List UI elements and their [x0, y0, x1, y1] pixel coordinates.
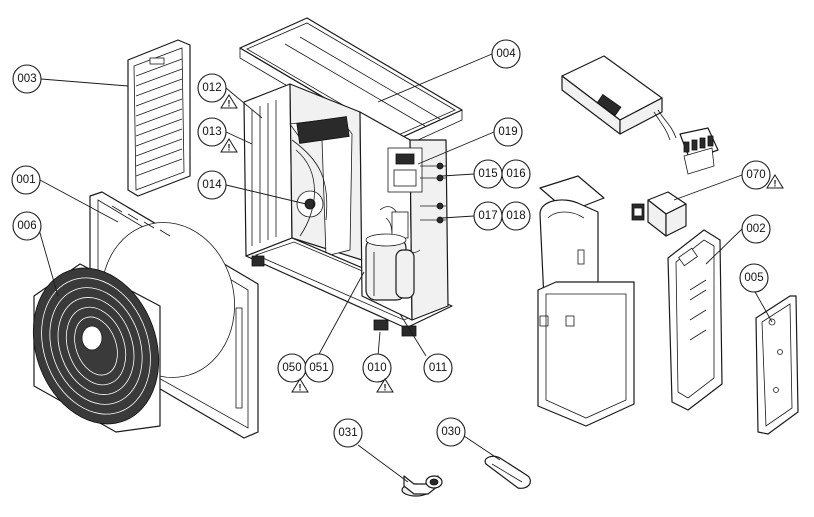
- leader-011: [399, 313, 427, 357]
- part-right-side-panel: [667, 229, 723, 411]
- leader-019: [417, 131, 495, 165]
- callout-070: 070: [741, 160, 771, 190]
- callout-003: 003: [12, 64, 42, 94]
- warning-050-mark: !: [299, 383, 302, 393]
- callouts: 003 004 012 013 019 014 015 016: [11, 39, 771, 448]
- callout-004-label: 004: [496, 48, 516, 60]
- callout-030: 030: [436, 417, 466, 447]
- warning-010-icon: !: [376, 378, 394, 393]
- callout-014-label: 014: [202, 179, 222, 191]
- callout-031-label: 031: [338, 427, 357, 439]
- warning-070-mark: !: [774, 179, 777, 189]
- callout-015: 015: [473, 159, 503, 189]
- callout-050: 050: [277, 353, 307, 383]
- leader-012: [225, 87, 263, 119]
- callout-050-label: 050: [282, 362, 301, 374]
- part-drain-cap: [484, 455, 531, 489]
- leader-031: [357, 444, 409, 483]
- callout-016-label: 016: [506, 168, 525, 180]
- callout-014: 014: [197, 170, 227, 200]
- callout-019: 019: [493, 117, 523, 147]
- part-chassis: [243, 83, 453, 337]
- leader-014: [225, 184, 307, 205]
- callout-005: 005: [739, 263, 769, 293]
- callout-006: 006: [12, 211, 42, 241]
- callout-005-label: 005: [744, 272, 763, 284]
- callout-002: 002: [741, 214, 771, 244]
- warning-012-mark: !: [228, 99, 231, 109]
- leader-070: [673, 174, 743, 201]
- warning-050-icon: !: [291, 378, 309, 393]
- part-pcb-module: [561, 55, 719, 175]
- callout-015-label: 015: [478, 168, 497, 180]
- warning-013-mark: !: [228, 143, 231, 153]
- callout-017-label: 017: [478, 210, 497, 222]
- part-cover-plate: [755, 295, 799, 435]
- leader-001: [39, 179, 119, 223]
- warning-012-icon: !: [220, 94, 238, 109]
- warning-icons: ! ! ! ! !: [220, 94, 784, 393]
- callout-030-label: 030: [441, 426, 460, 438]
- callout-018-label: 018: [506, 210, 525, 222]
- leader-013: [225, 131, 253, 145]
- warning-013-icon: !: [220, 138, 238, 153]
- callout-019-label: 019: [498, 126, 517, 138]
- part-fan-guard: [32, 263, 161, 433]
- callout-011-label: 011: [429, 362, 447, 374]
- callout-004: 004: [491, 39, 521, 69]
- part-rear-grille: [127, 39, 191, 197]
- leader-lines: [37, 53, 773, 483]
- callout-001-label: 001: [16, 174, 35, 186]
- callout-051-label: 051: [309, 362, 328, 374]
- leader-050-051: [317, 271, 365, 357]
- leader-005: [753, 289, 773, 323]
- leader-017: [441, 215, 475, 219]
- leader-003: [40, 78, 129, 87]
- callout-012: 012: [197, 73, 227, 103]
- callout-010: 010: [362, 353, 392, 383]
- callout-006-label: 006: [17, 220, 36, 232]
- part-reactor: [631, 191, 687, 237]
- callout-003-label: 003: [17, 73, 36, 85]
- leader-030: [457, 431, 501, 461]
- callout-017: 017: [473, 201, 503, 231]
- part-drain-elbow: [401, 475, 443, 497]
- warning-010-mark: !: [384, 383, 387, 393]
- callout-012-label: 012: [202, 82, 221, 94]
- callout-013-label: 013: [202, 126, 221, 138]
- leader-004: [377, 53, 493, 103]
- leader-015: [441, 173, 475, 177]
- part-side-panel: [537, 175, 635, 427]
- callout-001: 001: [11, 165, 41, 195]
- callout-016: 016: [501, 159, 531, 189]
- leader-006: [37, 225, 59, 297]
- callout-011: 011: [423, 353, 453, 383]
- callout-010-label: 010: [367, 362, 386, 374]
- callout-002-label: 002: [746, 223, 765, 235]
- callout-013: 013: [197, 117, 227, 147]
- leader-002: [705, 228, 743, 265]
- callout-031: 031: [333, 418, 363, 448]
- leader-010: [377, 331, 381, 357]
- callout-051: 051: [304, 353, 334, 383]
- warning-070-icon: !: [766, 174, 784, 189]
- callout-070-label: 070: [746, 169, 765, 181]
- callout-018: 018: [501, 201, 531, 231]
